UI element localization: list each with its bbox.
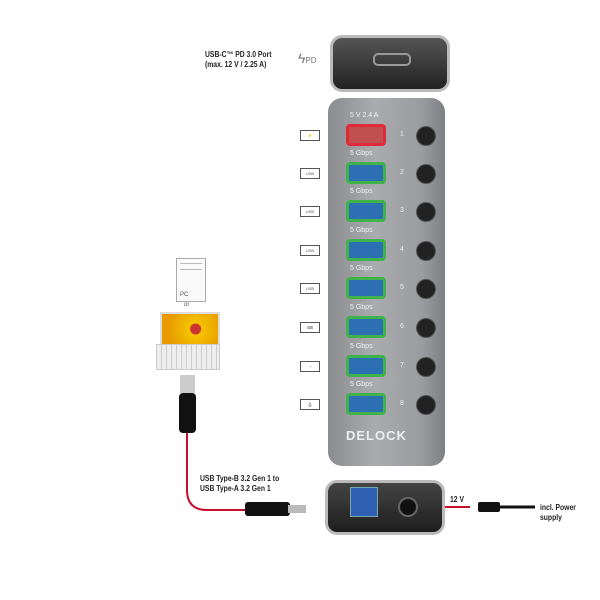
usb-port-5	[346, 277, 386, 300]
port-speed-label: 5 V 2.4 A	[350, 112, 379, 119]
usb-icon: USB	[300, 206, 320, 218]
usb-icon: USB	[300, 244, 320, 256]
port-number: 1	[400, 131, 404, 138]
usb-port-2	[346, 161, 386, 184]
port-switch-button-4[interactable]	[416, 240, 436, 261]
cable-label-1: USB Type-B 3.2 Gen 1 to	[200, 474, 280, 483]
port-number: 5	[400, 284, 404, 292]
or-label: or	[184, 302, 190, 308]
port-number: 6	[400, 323, 404, 330]
usb-a-connector	[179, 393, 196, 433]
port-speed-label: 5 Gbps	[350, 149, 373, 157]
port-switch-button-6[interactable]	[416, 318, 436, 338]
usb-hub: DELOCK 5 V 2.4 A 1 5 Gbps 2 5 Gbps 3 5 G…	[328, 98, 445, 466]
port-number: 8	[400, 400, 404, 408]
bottom-port-cap	[325, 480, 445, 535]
port-speed-label: 5 Gbps	[350, 342, 373, 350]
port-number: 2	[400, 168, 404, 176]
usb-icon: USB	[300, 283, 320, 295]
port-speed-label: 5 Gbps	[350, 381, 373, 389]
mouse-icon: ◔	[300, 360, 320, 372]
port-speed-label: 5 Gbps	[350, 265, 373, 273]
voltage-label: 12 V	[450, 495, 464, 504]
port-speed-label: 5 Gbps	[350, 188, 373, 196]
usb-port-3	[346, 200, 386, 223]
pd-icon: ϟPD	[298, 50, 317, 66]
power-supply-label: incl. Power supply	[540, 503, 576, 522]
port-switch-button-1[interactable]	[416, 126, 436, 146]
laptop-icon	[160, 312, 220, 346]
usb-port-6	[346, 316, 386, 338]
port-switch-button-2[interactable]	[416, 163, 436, 184]
usbc-port-cap	[330, 35, 450, 92]
usb-a-plug	[180, 375, 195, 393]
port-speed-label: 5 Gbps	[350, 304, 373, 311]
port-switch-button-3[interactable]	[416, 202, 436, 223]
usb-icon: USB	[300, 167, 320, 179]
usb-port-8	[346, 393, 386, 416]
usb-b-port	[350, 487, 378, 517]
usbc-label-1: USB-C™ PD 3.0 Port	[205, 50, 272, 59]
printer-icon: ⎙	[300, 399, 320, 411]
power-plug	[478, 502, 500, 512]
laptop-keyboard	[156, 344, 220, 370]
pc-icon: PC	[176, 258, 206, 302]
usbc-label-2: (max. 12 V / 2.25 A)	[205, 60, 267, 69]
battery-charge-icon: ⚡	[300, 130, 320, 141]
delock-logo: DELOCK	[346, 428, 407, 443]
usb-b-plug	[245, 502, 290, 516]
usb-port-1	[346, 124, 386, 146]
port-switch-button-8[interactable]	[416, 395, 436, 416]
port-number: 3	[400, 207, 404, 215]
usb-cable	[186, 433, 245, 511]
usbc-port	[373, 53, 411, 66]
keyboard-icon: ⌨	[300, 322, 320, 333]
port-number: 7	[400, 361, 404, 369]
cable-label-2: USB Type-A 3.2 Gen 1	[200, 484, 271, 493]
port-switch-button-5[interactable]	[416, 279, 436, 300]
port-speed-label: 5 Gbps	[350, 226, 373, 234]
usb-port-4	[346, 238, 386, 261]
port-number: 4	[400, 245, 404, 253]
port-switch-button-7[interactable]	[416, 356, 436, 377]
dc-jack	[398, 497, 418, 517]
usb-port-7	[346, 354, 386, 377]
